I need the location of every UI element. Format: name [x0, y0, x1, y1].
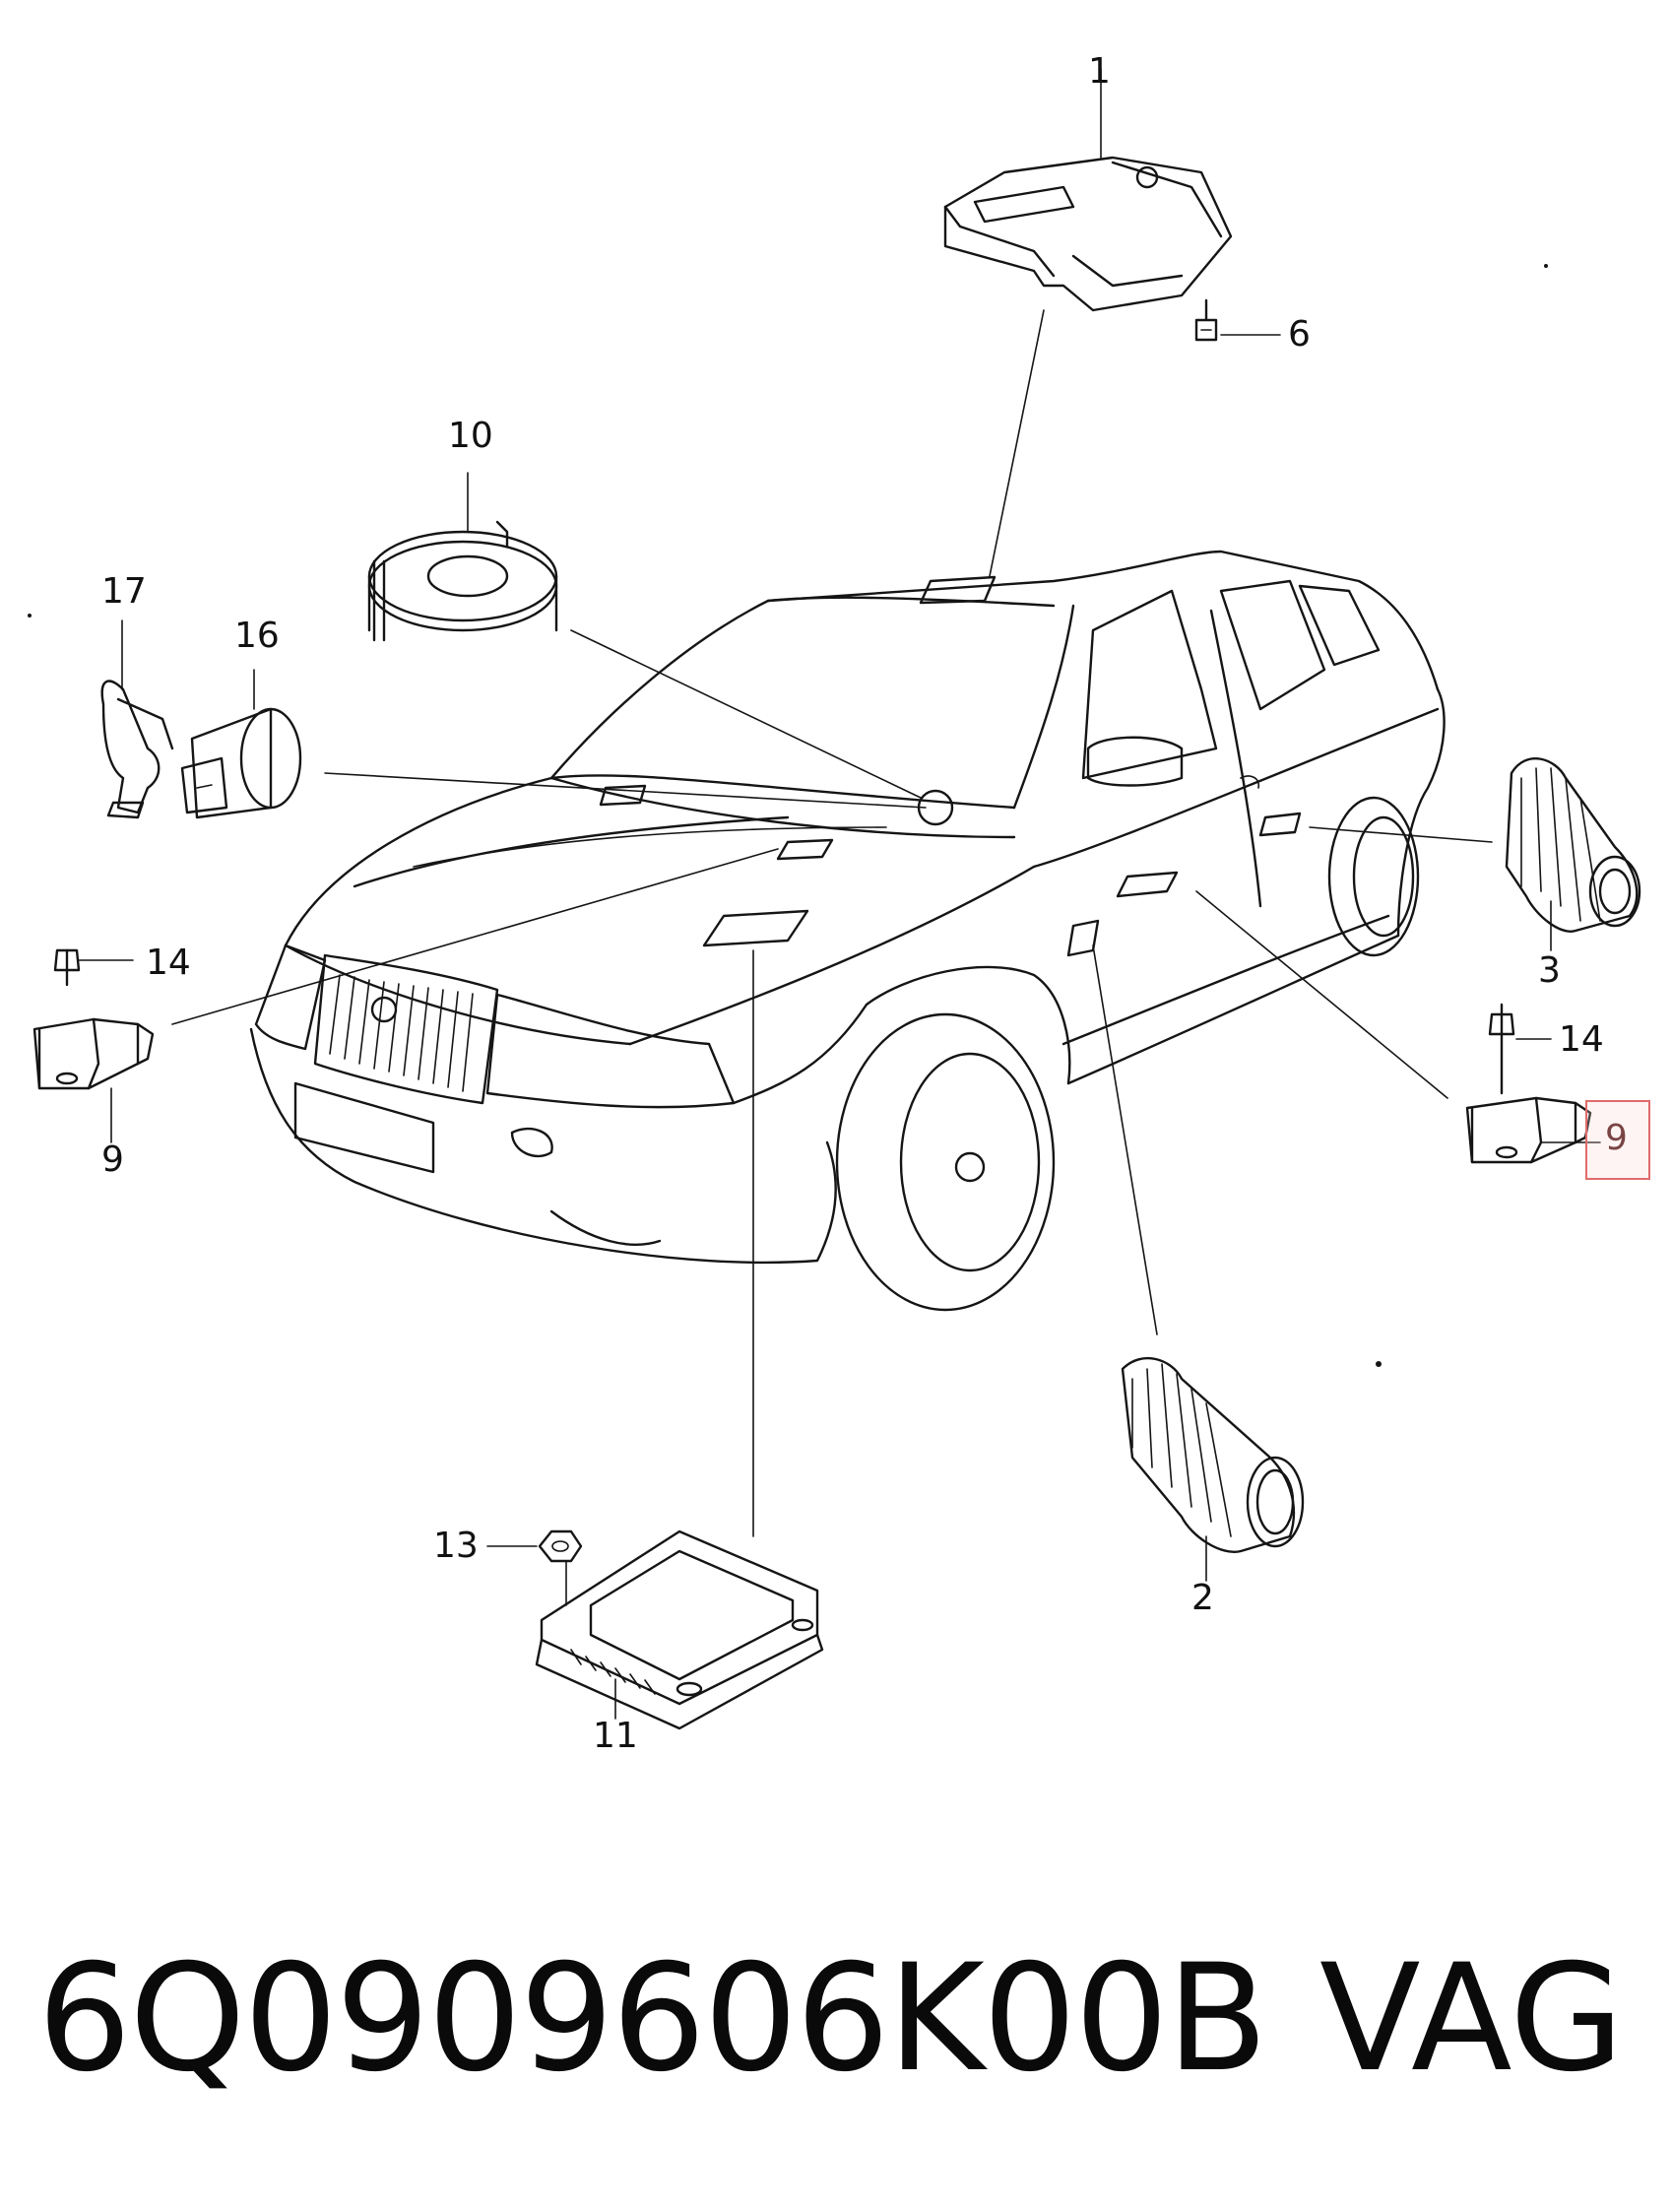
part-11-control-unit — [535, 1529, 824, 1730]
callout-6: 6 — [1288, 314, 1311, 355]
callout-9-right: 9 — [1605, 1118, 1628, 1158]
parts-diagram — [28, 68, 1641, 1730]
callout-14-right: 14 — [1559, 1019, 1604, 1060]
leader-lines — [171, 309, 1493, 1537]
callout-2: 2 — [1191, 1578, 1214, 1618]
part-10-clock-spring — [367, 472, 558, 642]
callout-14-left: 14 — [146, 943, 191, 983]
callout-9-left: 9 — [101, 1139, 124, 1180]
highlight-box — [1585, 1100, 1650, 1180]
part-9-right-crash-sensor — [1465, 1003, 1601, 1164]
part-2-bellows — [1121, 1356, 1305, 1582]
part-1-airbag-module — [943, 68, 1281, 342]
part-16-sensor — [180, 669, 302, 819]
part-3-bellows — [1505, 757, 1641, 951]
part-number-text: 6Q0909606K00B — [37, 1933, 1268, 2105]
callout-17: 17 — [101, 571, 147, 612]
callout-3: 3 — [1538, 950, 1561, 991]
car-illustration — [249, 550, 1446, 1312]
callout-11: 11 — [593, 1716, 638, 1756]
callout-13: 13 — [433, 1526, 479, 1566]
part-17-clip — [100, 619, 174, 819]
part-13-nut — [486, 1529, 583, 1606]
callout-1: 1 — [1088, 51, 1111, 92]
part-9-left-crash-sensor — [32, 948, 155, 1143]
brand-text: VAG — [1319, 1933, 1625, 2105]
callout-10: 10 — [448, 416, 493, 456]
callout-16: 16 — [234, 616, 280, 656]
